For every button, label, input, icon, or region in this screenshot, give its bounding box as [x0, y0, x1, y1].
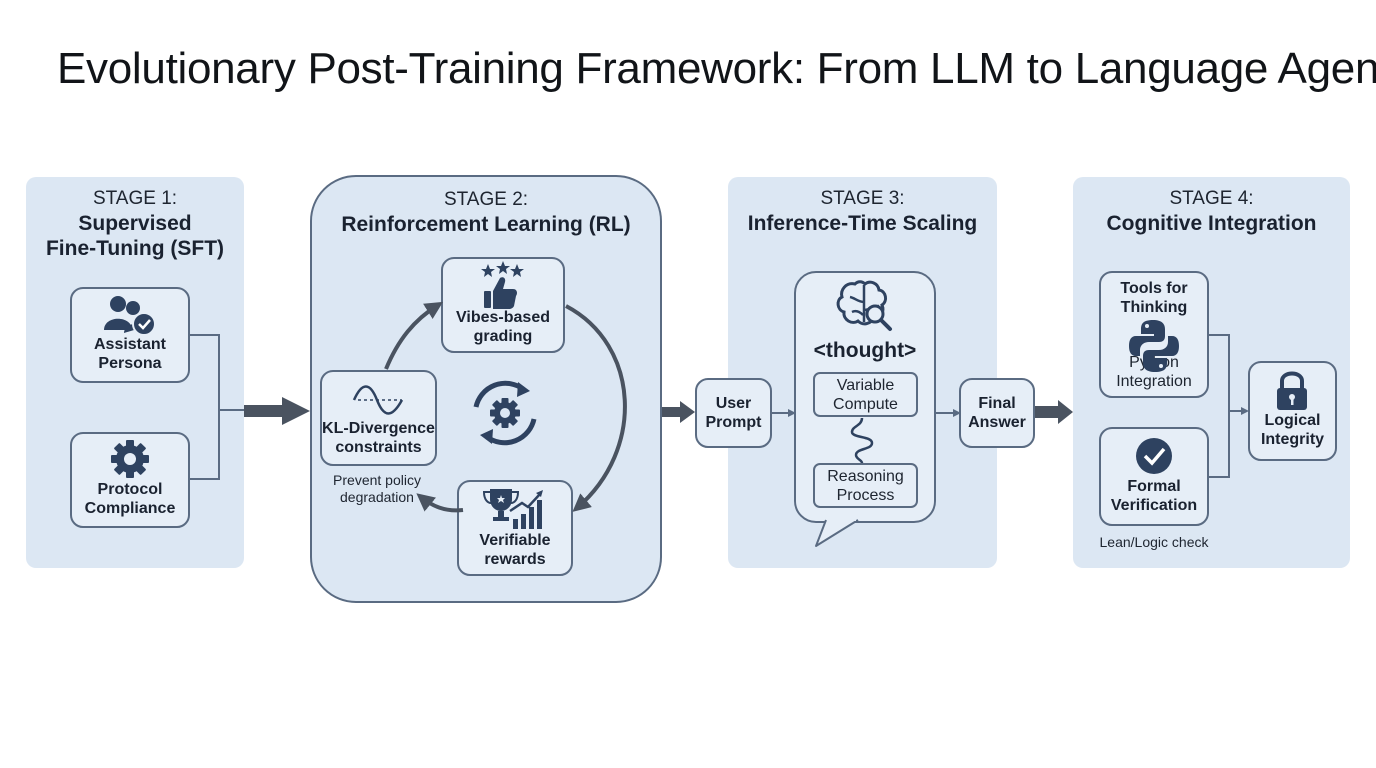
kl-note-line1: Prevent policy — [333, 472, 421, 488]
stage3-name: Inference-Time Scaling — [747, 212, 978, 235]
stage3-label: STAGE 3: — [820, 188, 905, 209]
final-answer-box: Final Answer — [959, 378, 1035, 448]
variable-compute-line2: Compute — [833, 395, 898, 413]
final-answer-line2: Answer — [968, 414, 1026, 431]
kl-divergence-box: KL-Divergence constraints — [320, 370, 437, 466]
protocol-compliance-line2: Compliance — [84, 500, 176, 517]
formal-verification-box: Formal Verification — [1099, 427, 1209, 526]
python-integration-line1: Python — [1129, 354, 1179, 371]
formal-verification-line1: Formal — [1127, 478, 1181, 495]
logical-integrity-line2: Integrity — [1260, 431, 1325, 448]
verifiable-rewards-box: Verifiable rewards — [457, 480, 573, 576]
user-prompt-line1: User — [715, 395, 752, 412]
python-integration-line2: Integration — [1116, 373, 1192, 390]
user-prompt-line2: Prompt — [705, 414, 762, 431]
stage2-to-stage3-arrow — [662, 401, 695, 423]
reasoning-process-line2: Process — [836, 486, 895, 504]
variable-compute-line1: Variable — [836, 376, 895, 394]
assistant-persona-line1: Assistant — [93, 336, 167, 353]
final-answer-line1: Final — [978, 395, 1016, 412]
stage4-name: Cognitive Integration — [1106, 212, 1317, 235]
protocol-compliance-line1: Protocol — [97, 481, 163, 498]
stage2-name: Reinforcement Learning (RL) — [341, 213, 631, 236]
kl-divergence-line2: constraints — [335, 439, 422, 456]
tools-for-thinking-line1: Tools for — [1120, 280, 1188, 297]
vibes-grading-box: Vibes-based grading — [441, 257, 565, 353]
assistant-persona-line2: Persona — [98, 355, 162, 372]
variable-compute-box: Variable Compute — [813, 372, 918, 417]
vibes-grading-line2: grading — [473, 328, 533, 345]
stage1-name-line2: Fine-Tuning (SFT) — [45, 237, 225, 260]
stage1-name-line1: Supervised — [78, 212, 192, 235]
verifiable-rewards-line1: Verifiable — [479, 532, 551, 549]
reasoning-process-box: Reasoning Process — [813, 463, 918, 508]
formal-verification-line2: Verification — [1110, 497, 1198, 514]
logical-integrity-box: Logical Integrity — [1248, 361, 1337, 461]
stage3-to-stage4-arrow — [1035, 400, 1073, 424]
kl-divergence-line1: KL-Divergence — [322, 420, 435, 437]
verifiable-rewards-line2: rewards — [484, 551, 546, 568]
kl-note-line2: degradation — [340, 489, 414, 505]
tools-for-thinking-box: Tools for Thinking Python Integration — [1099, 271, 1209, 398]
user-prompt-box: User Prompt — [695, 378, 772, 448]
thought-tag: <thought> — [813, 339, 917, 362]
stage4-label: STAGE 4: — [1169, 188, 1254, 209]
vibes-grading-line1: Vibes-based — [456, 309, 550, 326]
assistant-persona-box: Assistant Persona — [70, 287, 190, 383]
reasoning-process-line1: Reasoning — [827, 467, 904, 485]
tools-for-thinking-line2: Thinking — [1120, 299, 1188, 316]
stage1-to-stage2-arrow — [244, 397, 310, 425]
protocol-compliance-box: Protocol Compliance — [70, 432, 190, 528]
formal-note: Lean/Logic check — [1099, 534, 1209, 550]
kl-note: Prevent policy degradation — [318, 472, 436, 506]
stage1-label: STAGE 1: — [92, 188, 178, 209]
page-title: Evolutionary Post-Training Framework: Fr… — [57, 44, 1376, 93]
stage2-label: STAGE 2: — [443, 189, 529, 210]
logical-integrity-line1: Logical — [1264, 412, 1321, 429]
